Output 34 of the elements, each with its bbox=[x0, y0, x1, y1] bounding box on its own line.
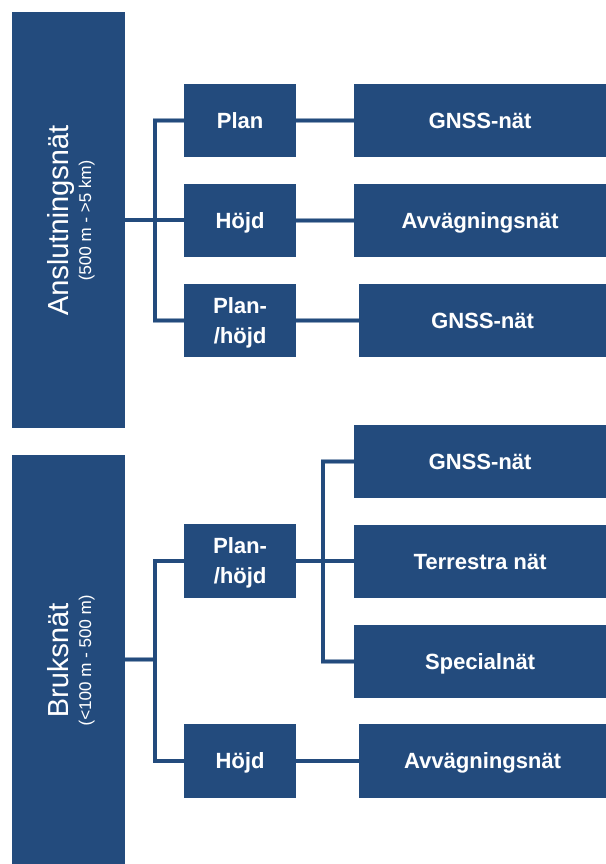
box-label: Avvägningsnät bbox=[400, 206, 560, 235]
box-label: Plan bbox=[216, 106, 264, 134]
network-box bbox=[354, 425, 606, 498]
category-panel bbox=[12, 12, 125, 428]
connector-line bbox=[296, 118, 354, 122]
box-label: Avvägningsnät bbox=[403, 747, 562, 775]
network-box bbox=[354, 84, 606, 157]
box-label: Plan- /höjd bbox=[212, 292, 268, 350]
box-label: GNSS-nät bbox=[428, 106, 532, 134]
box-label: Höjd bbox=[214, 206, 266, 235]
panel-subtitle: (500 m - >5 km) bbox=[76, 160, 96, 280]
connector-line bbox=[296, 218, 354, 222]
category-panel bbox=[12, 455, 125, 864]
network-box bbox=[359, 284, 606, 357]
network-box bbox=[184, 284, 296, 357]
network-box bbox=[184, 84, 296, 157]
connector-line bbox=[296, 318, 359, 322]
connector-line bbox=[296, 759, 359, 763]
box-label: Plan- /höjd bbox=[212, 532, 268, 590]
network-box bbox=[184, 184, 296, 257]
network-box bbox=[354, 184, 606, 257]
network-box bbox=[184, 724, 296, 798]
network-box bbox=[184, 524, 296, 598]
box-label: GNSS-nät bbox=[430, 306, 535, 334]
network-box bbox=[359, 724, 606, 798]
network-box bbox=[354, 525, 606, 598]
panel-title: Bruksnät bbox=[42, 602, 76, 717]
box-label: Höjd bbox=[214, 747, 266, 775]
box-label: Specialnät bbox=[424, 648, 536, 676]
box-label: GNSS-nät bbox=[428, 448, 532, 476]
panel-subtitle: (<100 m - 500 m) bbox=[76, 594, 96, 725]
box-label: Terrestra nät bbox=[412, 548, 548, 576]
panel-title: Anslutningsnät bbox=[42, 124, 76, 316]
network-box bbox=[354, 625, 606, 698]
